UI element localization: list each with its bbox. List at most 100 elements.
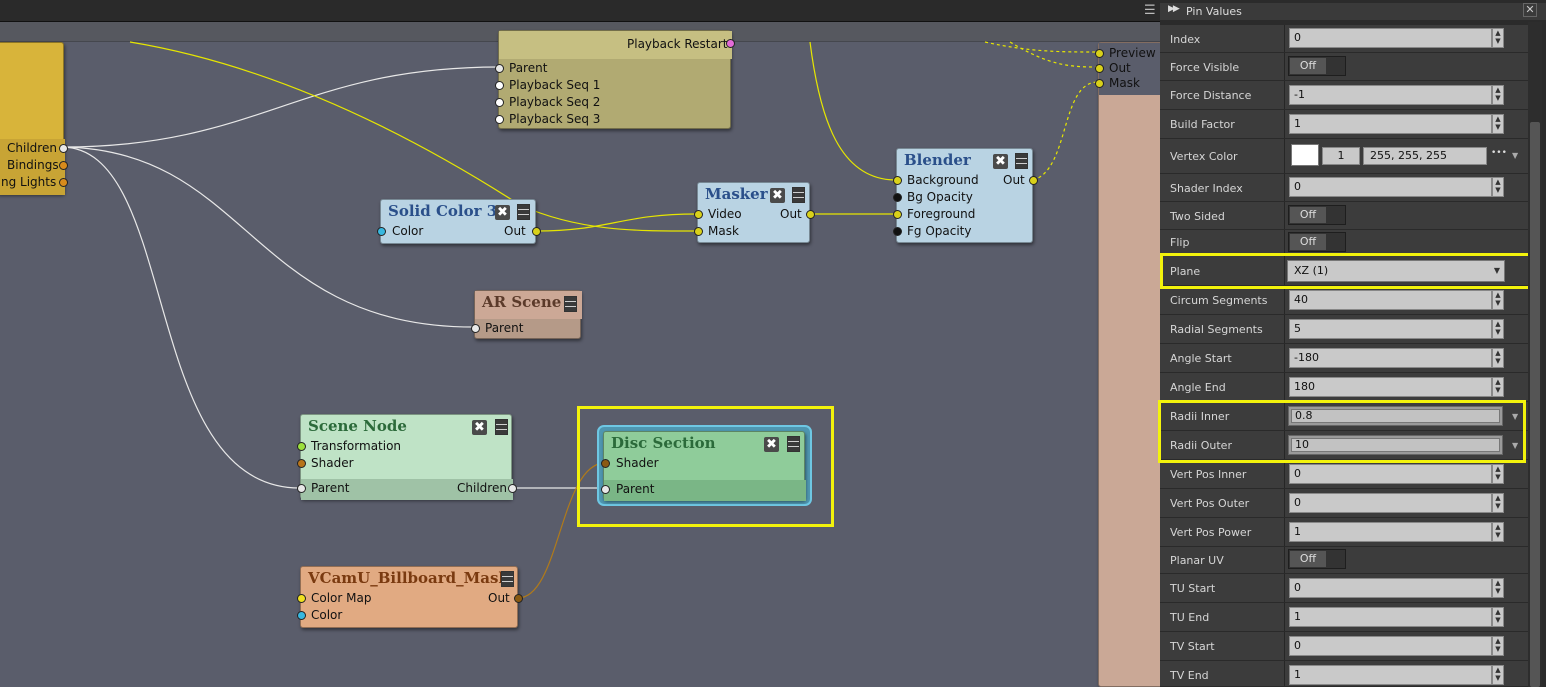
- menu-icon[interactable]: [501, 571, 514, 587]
- pin-children-socket[interactable]: [59, 144, 68, 153]
- spinner-icon[interactable]: ▲▼: [1492, 665, 1504, 685]
- pin-bg-opacity-socket[interactable]: [893, 193, 902, 202]
- close-icon[interactable]: ✖: [472, 420, 487, 435]
- radii-outer-field[interactable]: 10: [1288, 435, 1503, 455]
- circum-segments-input[interactable]: 40: [1289, 290, 1492, 310]
- build-factor-input[interactable]: 1: [1289, 114, 1492, 134]
- pin-children-socket[interactable]: [508, 484, 517, 493]
- pin-background-socket[interactable]: [893, 176, 902, 185]
- radii-inner-field[interactable]: 0.8: [1288, 406, 1503, 426]
- node-playback[interactable]: Playback Restart Parent Playback Seq 1 P…: [495, 30, 735, 129]
- pin-parent-socket[interactable]: [495, 64, 504, 73]
- angle-start-input[interactable]: -180: [1289, 348, 1492, 368]
- spinner-icon[interactable]: ▲▼: [1492, 493, 1504, 513]
- node-blender[interactable]: Blender ✖ Background Bg Opacity Foregrou…: [893, 148, 1038, 243]
- tv-end-input[interactable]: 1: [1289, 665, 1492, 685]
- node-graph-canvas[interactable]: ☰ Children Bindings ng Lights Playback R…: [0, 0, 1160, 687]
- radii-inner-input[interactable]: 0.8: [1291, 409, 1500, 423]
- spinner-icon[interactable]: ▲▼: [1492, 464, 1504, 484]
- spinner-icon[interactable]: ▲▼: [1492, 348, 1504, 368]
- close-icon[interactable]: ✖: [764, 437, 779, 452]
- panel-scrollbar[interactable]: [1528, 22, 1542, 687]
- pin-fg-opacity-socket[interactable]: [893, 227, 902, 236]
- two-sided-toggle[interactable]: Off: [1288, 205, 1346, 225]
- expand-icon[interactable]: ▼: [1512, 412, 1519, 421]
- close-icon[interactable]: ✖: [993, 154, 1008, 169]
- spinner-icon[interactable]: ▲▼: [1492, 319, 1504, 339]
- menu-icon[interactable]: [564, 296, 577, 312]
- close-icon[interactable]: ✖: [770, 188, 785, 203]
- pin-seq2-socket[interactable]: [495, 98, 504, 107]
- pin-seq1-socket[interactable]: [495, 81, 504, 90]
- pin-color-socket[interactable]: [297, 611, 306, 620]
- pin-restart-socket[interactable]: [726, 39, 735, 48]
- node-scene-node[interactable]: Scene Node ✖ Transformation Shader Paren…: [297, 414, 517, 500]
- spinner-icon[interactable]: ▲▼: [1492, 578, 1504, 598]
- color-swatch[interactable]: [1291, 144, 1319, 166]
- more-button[interactable]: •••: [1491, 148, 1507, 158]
- vert-pos-outer-input[interactable]: 0: [1289, 493, 1492, 513]
- close-icon[interactable]: ✖: [495, 205, 510, 220]
- node-masker[interactable]: Masker ✖ Video Mask Out: [694, 182, 815, 243]
- expand-icon[interactable]: ▼: [1512, 151, 1519, 160]
- pin-bindings-socket[interactable]: [59, 161, 68, 170]
- menu-icon[interactable]: [495, 419, 508, 435]
- scrollbar-thumb[interactable]: [1530, 122, 1540, 687]
- pin-out-socket[interactable]: [514, 594, 523, 603]
- menu-icon[interactable]: [1015, 153, 1028, 169]
- vert-pos-inner-input[interactable]: 0: [1289, 464, 1492, 484]
- tu-start-input[interactable]: 0: [1289, 578, 1492, 598]
- pin-color-map-socket[interactable]: [297, 594, 306, 603]
- node-billboard-mask[interactable]: VCamU_Billboard_Mask Color Map Color Out: [297, 566, 523, 628]
- node-solid-color[interactable]: Solid Color 3 ✖ Color Out: [377, 199, 541, 244]
- force-distance-input[interactable]: -1: [1289, 85, 1492, 105]
- menu-icon[interactable]: [792, 187, 805, 203]
- pin-parent-socket[interactable]: [601, 485, 610, 494]
- rgb-input[interactable]: 255, 255, 255: [1363, 147, 1487, 165]
- flip-toggle[interactable]: Off: [1288, 232, 1346, 252]
- shader-index-input[interactable]: 0: [1289, 177, 1492, 197]
- tu-end-input[interactable]: 1: [1289, 607, 1492, 627]
- pin-seq3-socket[interactable]: [495, 115, 504, 124]
- pin-out-socket[interactable]: [806, 210, 815, 219]
- pin-shader-socket[interactable]: [297, 459, 306, 468]
- spinner-icon[interactable]: ▲▼: [1492, 28, 1504, 48]
- node-scene-partial[interactable]: Children Bindings ng Lights: [0, 42, 68, 195]
- radial-segments-input[interactable]: 5: [1289, 319, 1492, 339]
- index-input[interactable]: 0: [1289, 28, 1492, 48]
- close-icon[interactable]: ✕: [1523, 3, 1537, 17]
- spinner-icon[interactable]: ▲▼: [1492, 636, 1504, 656]
- pin-lights-socket[interactable]: [59, 178, 68, 187]
- pin-transformation-socket[interactable]: [297, 442, 306, 451]
- spinner-icon[interactable]: ▲▼: [1492, 377, 1504, 397]
- pin-mask-socket[interactable]: [1095, 79, 1104, 88]
- pin-mask-socket[interactable]: [694, 227, 703, 236]
- tv-start-input[interactable]: 0: [1289, 636, 1492, 656]
- force-visible-toggle[interactable]: Off: [1288, 56, 1346, 76]
- pin-out-socket[interactable]: [532, 227, 541, 236]
- spinner-icon[interactable]: ▲▼: [1492, 177, 1504, 197]
- pin-parent-socket[interactable]: [471, 324, 480, 333]
- spinner-icon[interactable]: ▲▼: [1492, 522, 1504, 542]
- spinner-icon[interactable]: ▲▼: [1492, 114, 1504, 134]
- pin-shader-socket[interactable]: [601, 459, 610, 468]
- planar-uv-toggle[interactable]: Off: [1288, 549, 1346, 569]
- radii-outer-input[interactable]: 10: [1291, 438, 1500, 452]
- pin-parent-socket[interactable]: [297, 484, 306, 493]
- vert-pos-power-input[interactable]: 1: [1289, 522, 1492, 542]
- node-ar-scene[interactable]: AR Scene Parent: [471, 290, 582, 339]
- pin-out-socket[interactable]: [1029, 176, 1038, 185]
- expand-icon[interactable]: ▼: [1512, 441, 1519, 450]
- pin-out-socket[interactable]: [1095, 64, 1104, 73]
- menu-icon[interactable]: [787, 436, 800, 452]
- node-composite-partial[interactable]: Preview Out Mask: [1095, 42, 1160, 687]
- pin-preview-socket[interactable]: [1095, 49, 1104, 58]
- plane-dropdown[interactable]: XZ (1)▼: [1287, 260, 1505, 282]
- spinner-icon[interactable]: ▲▼: [1492, 607, 1504, 627]
- node-disc-section[interactable]: Disc Section ✖ Shader Parent: [601, 431, 806, 501]
- pin-foreground-socket[interactable]: [893, 210, 902, 219]
- spinner-icon[interactable]: ▲▼: [1492, 290, 1504, 310]
- pin-video-socket[interactable]: [694, 210, 703, 219]
- double-arrow-icon[interactable]: ▶▶: [1168, 4, 1180, 14]
- angle-end-input[interactable]: 180: [1289, 377, 1492, 397]
